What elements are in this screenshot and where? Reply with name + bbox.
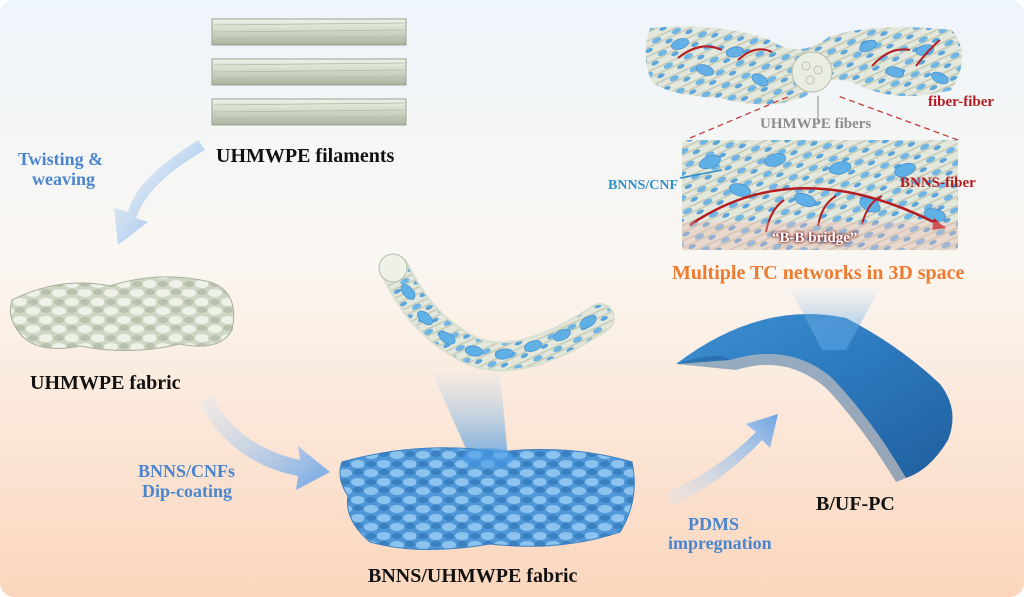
bnns-fiber-panel (682, 140, 958, 250)
twisting-label: Twisting & (18, 149, 104, 169)
weaving-label: weaving (32, 169, 95, 189)
bridge-label: “B-B bridge” (772, 230, 858, 246)
fiber-fiber-label: fiber-fiber (928, 94, 995, 110)
dip-coating-arrow (200, 395, 330, 490)
composite-sheet (676, 314, 953, 478)
fiber-fiber-panel (645, 26, 962, 105)
fabric-label: UHMWPE fabric (30, 372, 181, 394)
dip-coating-label-line1: BNNS/CNFs (138, 461, 236, 481)
composite-label: B/UF-PC (816, 493, 895, 515)
zoom-connectors (689, 95, 959, 141)
zoom-beam (432, 372, 508, 458)
filament-bundles (211, 18, 407, 126)
pdms-arrow (668, 414, 778, 506)
filaments-label: UHMWPE filaments (216, 145, 395, 167)
dip-coating-label-line2: Dip-coating (142, 481, 232, 501)
twisting-arrow (114, 140, 205, 245)
pdms-label-line1: PDMS (688, 514, 739, 534)
uhmwpe-fabric (9, 276, 235, 352)
pdms-label-line2: impregnation (668, 533, 772, 553)
bnns-fiber-label: BNNS-fiber (900, 175, 976, 191)
bnns-fabric-label: BNNS/UHMWPE fabric (368, 565, 578, 587)
uhmwpe-fibers-label: UHMWPE fibers (760, 116, 872, 132)
coated-yarn (378, 253, 615, 372)
networks-label: Multiple TC networks in 3D space (672, 262, 965, 284)
bnns-cnf-label: BNNS/CNF (608, 178, 679, 193)
